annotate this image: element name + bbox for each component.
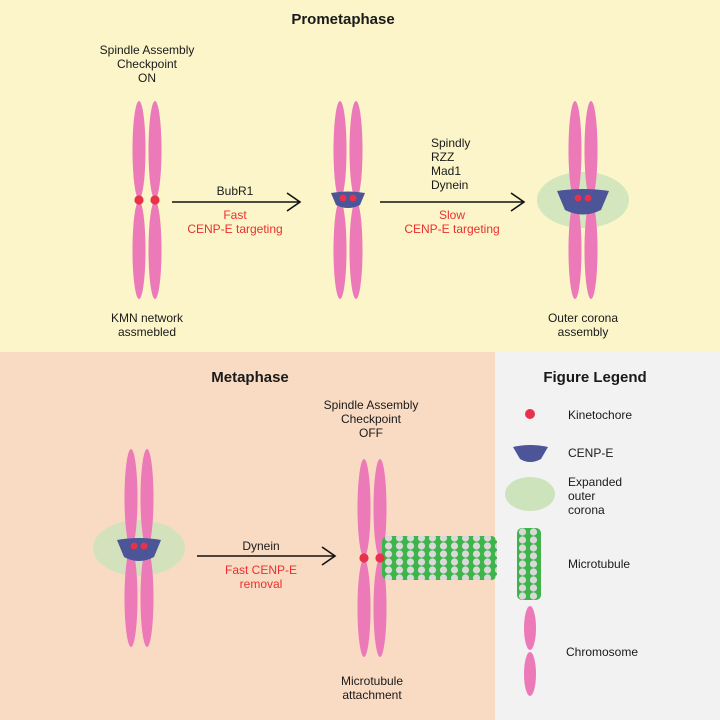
- kinetochore: [375, 553, 385, 563]
- sac-off-label: Spindle Assembly Checkpoint OFF: [323, 398, 419, 440]
- step2-factors: Spindly RZZ Mad1 Dynein: [431, 136, 471, 192]
- legend-microtubule-label: Microtubule: [568, 557, 631, 571]
- legend-chromosome-icon: [524, 606, 536, 696]
- prometaphase-title: Prometaphase: [291, 11, 395, 28]
- chromosome-outer-corona: [537, 101, 629, 299]
- kinetochore: [359, 553, 369, 563]
- slow-targeting-label: Slow CENP-E targeting: [404, 208, 500, 236]
- legend-kinetochore-icon: [525, 409, 535, 419]
- kinetochore: [134, 195, 144, 205]
- legend-kinetochore-label: Kinetochore: [568, 408, 633, 422]
- kinetochore: [349, 194, 357, 202]
- kinetochore: [150, 195, 160, 205]
- arrow-step2: [380, 192, 526, 212]
- legend-corona-label: Expanded outer corona: [568, 475, 623, 517]
- legend-corona-icon: [505, 477, 555, 511]
- chromosome-kmn: [132, 101, 162, 299]
- kinetochore: [574, 194, 582, 202]
- chromosome-metaphase-corona: [93, 449, 185, 647]
- arrow-metaphase: [197, 546, 337, 566]
- microtubule-bundle: [382, 536, 497, 580]
- cenpe: [331, 191, 365, 208]
- fast-removal-label: Fast CENP-E removal: [224, 563, 297, 591]
- arrow-step1: [172, 192, 302, 212]
- metaphase-title: Metaphase: [211, 369, 289, 386]
- legend-chromosome-label: Chromosome: [566, 645, 639, 659]
- kmn-label: KMN network assmebled: [110, 311, 184, 339]
- attachment-label: Microtubule attachment: [340, 674, 404, 702]
- dynein-label: Dynein: [242, 539, 280, 553]
- legend-microtubule-icon: [517, 528, 541, 600]
- kinetochore: [339, 194, 347, 202]
- kinetochore: [130, 542, 138, 550]
- legend-cenpe-label: CENP-E: [568, 446, 614, 460]
- sac-on-label: Spindle Assembly Checkpoint ON: [99, 43, 195, 85]
- chromosome-cenpe-bound: [331, 101, 365, 299]
- fast-targeting-label: Fast CENP-E targeting: [187, 208, 283, 236]
- kinetochore: [584, 194, 592, 202]
- outer-corona-label: Outer corona assembly: [547, 311, 619, 339]
- legend-title: Figure Legend: [543, 369, 647, 386]
- legend-cenpe-icon: [513, 445, 548, 462]
- chromosome-attached: [357, 459, 497, 657]
- bubr1-label: BubR1: [216, 184, 254, 198]
- kinetochore: [140, 542, 148, 550]
